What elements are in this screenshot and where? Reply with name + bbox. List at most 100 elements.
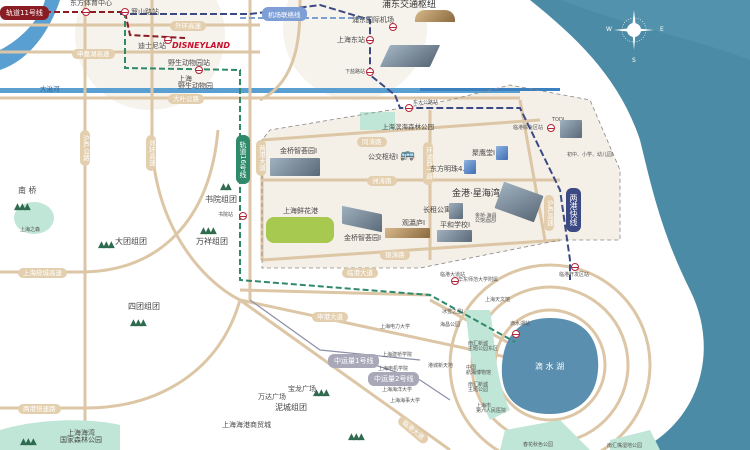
zhongyun-line-2-tag[interactable]: 中运量2号线 [368, 372, 420, 386]
station-xiayan[interactable] [366, 68, 374, 76]
binhai-forest-label: 上海滨海森林公园 [382, 123, 434, 131]
road-lianggang-expressway: 两港快速路 [18, 404, 61, 415]
juxiu-building-icon [496, 146, 508, 160]
tree-icon: ▲▲▲ [313, 388, 330, 398]
tree-icon: ▲▲▲ [98, 240, 115, 250]
nicheng-label: 泥城组团 [275, 403, 307, 412]
guanyulu-label: 观瀛庐Ⅰ [402, 219, 426, 227]
station-label: 浦东国际机场 [352, 16, 394, 24]
shanghai-forest-label: 上海之森 [20, 227, 41, 233]
road-huluo-2: 沪芦高速 [544, 195, 555, 231]
station-shanghai-east[interactable] [366, 36, 374, 44]
dongfang-mingzhu-label: 东方明珠4.0Ⅰ [430, 165, 472, 173]
xinghaiwan-label: 金港·星海湾 [452, 189, 500, 199]
dianji-label: 上海电机学院 [378, 366, 409, 372]
station-label: 上海东站 [337, 36, 365, 44]
maritime-museum-label: 中国 航海博物馆 [466, 365, 492, 376]
station-pudong-airport[interactable] [389, 23, 397, 31]
haigang-city-label: 上海海港商贸城 [222, 421, 271, 429]
airport-link-tag[interactable]: 机场联络线 [262, 7, 307, 21]
jinqiao-hotel-label: 金桥·海昌 公馆酒店Ⅰ [475, 213, 497, 224]
station-label: 下盐路站 [345, 69, 366, 75]
station-label: 迪士尼站 [138, 42, 166, 50]
xianhuagang-image [266, 217, 334, 243]
airport-terminal-image [415, 10, 455, 22]
tree-icon: ▲▲▲ [130, 318, 147, 328]
road-raocheng: 上海绕城高速 [18, 268, 67, 279]
road-zhoutao: 洲涛路 [367, 176, 397, 187]
tree-icon: ▲▲▲ [14, 202, 31, 212]
wanda-label: 万达广场 [258, 393, 286, 401]
tod-label: TODⅠ [552, 117, 565, 123]
pudong-hub-label: 浦东交通枢纽 [382, 0, 437, 10]
dongfang-building-icon [464, 160, 476, 174]
binghai-label: 冰雪之星Ⅰ [442, 309, 464, 315]
guanyulu-image [385, 228, 430, 238]
compass-east: E [660, 26, 664, 33]
ocean-univ-label: 上海海洋大学 [382, 387, 413, 393]
road-shengang: 申港大道 [312, 312, 348, 323]
road-lianggang-dadao: 两港大道 [256, 140, 267, 176]
bus-icon: 🚌 [400, 147, 415, 161]
dishuihu-lake-label: 滴 水 湖 [535, 362, 565, 371]
compass-rose-icon [614, 10, 654, 50]
compass-west: W [606, 26, 612, 33]
tod-image [560, 120, 582, 138]
road-huanhu: 环湖西一路 [423, 142, 434, 185]
road-dazhi: 大叶公路 [168, 94, 204, 105]
haichang-label: 海昌公园 [440, 322, 461, 328]
compass: W E S [606, 8, 664, 64]
road-shenjiahu: 申嘉湖高速 [72, 49, 115, 60]
disneyland-logo: DISNEYLAND [172, 41, 230, 50]
zhongyun-line-1-tag[interactable]: 中运量1号线 [328, 354, 380, 368]
metro-line-11-tag[interactable]: 轨道11号线 [0, 6, 49, 20]
nanhui-park-label: 南汇新城 主题公园东区 [468, 341, 499, 352]
road-tongtao: 同涛路 [357, 137, 387, 148]
huadong-school-label: 华东师范大学附属 [458, 277, 499, 283]
compass-south: S [632, 57, 636, 64]
station-luoshan[interactable] [121, 8, 129, 16]
road-jiaohuan: 郊环高速 [146, 135, 157, 171]
pinghe-image [437, 230, 472, 242]
station-label: 野生动物园站 [168, 59, 210, 67]
jianqiao-label: 上海建桥学院 [382, 352, 413, 358]
station-wildlife[interactable] [195, 66, 203, 74]
nanhui-wetland-label: 南汇嘴湿地公园 [607, 443, 643, 449]
station-label: 书院站 [218, 212, 234, 218]
haiwan-forest-label: 上海海湾 国家森林公园 [60, 429, 102, 444]
pinghe-label: 平和学校Ⅰ [440, 221, 471, 229]
road-waihuan: 外环高速 [170, 21, 206, 32]
tree-icon: ▲▲▲ [348, 432, 365, 442]
maritime-univ-label: 上海海事大学 [390, 398, 421, 404]
station-dishuihu[interactable] [512, 330, 520, 338]
station-label: 东大公路站 [413, 100, 439, 106]
river-dazhi: 大治河 [40, 85, 60, 93]
road-lingang-dadao: 临港大道 [342, 268, 378, 279]
road-yintao: 银涛路 [380, 250, 410, 261]
tree-icon: ▲▲▲ [200, 226, 217, 236]
station-label: 东方体育中心 [70, 0, 112, 7]
station-lingang-kaifa[interactable] [571, 263, 579, 271]
road-huluo: 沪芦公路 [80, 130, 91, 166]
wanxiang-label: 万祥组团 [196, 237, 228, 246]
station-dongda[interactable] [405, 104, 413, 112]
xianhuagang-label: 上海鲜花港 [283, 207, 318, 215]
nanhui-park-2-label: 南汇新城 主题公园 [468, 382, 489, 393]
station-disney[interactable] [164, 36, 172, 44]
railway-station-image [379, 45, 441, 67]
power-univ-label: 上海电力大学 [380, 324, 411, 330]
station-lingang-dadao[interactable] [451, 277, 459, 285]
station-label: 临港综合区站 [513, 125, 544, 131]
station-dongfang-sports[interactable] [82, 8, 90, 16]
shuyuan-group-label: 书院组团 [205, 195, 237, 204]
lianggang-express-tag[interactable]: 两港快线 [566, 188, 581, 232]
tree-icon: ▲▲▲ [20, 437, 37, 447]
station-shuyuan[interactable] [239, 212, 247, 220]
jinqiao-garden-1-image [270, 158, 320, 176]
baolong-label: 宝龙广场 [288, 385, 316, 393]
juxiu-label: 聚鹰堂Ⅰ [472, 149, 496, 157]
situan-label: 四团组团 [128, 302, 160, 311]
station-lingang-zonghe[interactable] [547, 124, 555, 132]
metro-line-16-tag[interactable]: 轨道16号线 [236, 135, 250, 184]
